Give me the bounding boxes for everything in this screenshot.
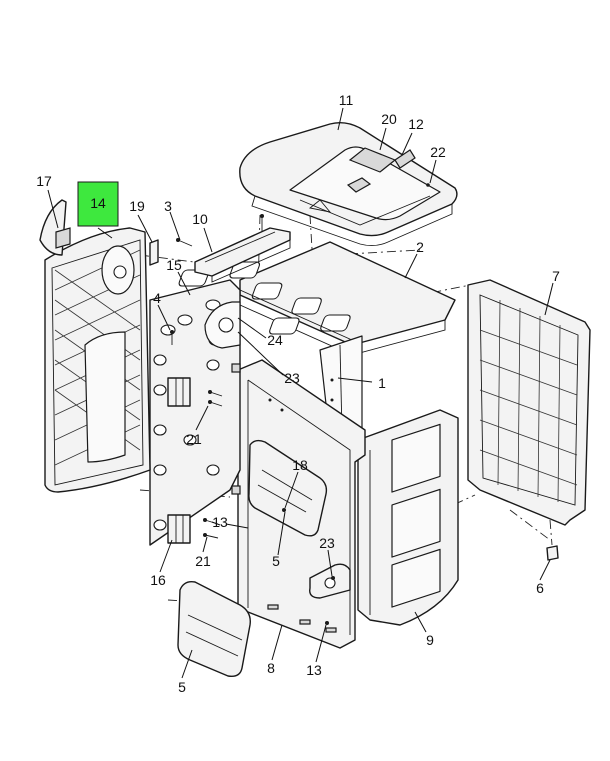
callout-6[interactable]: 6 bbox=[536, 580, 544, 596]
part-19-clip bbox=[149, 239, 159, 266]
part-5-handle-lower bbox=[177, 580, 251, 678]
callout-2[interactable]: 2 bbox=[416, 239, 424, 255]
part-7-rear-panel bbox=[467, 279, 591, 526]
part-6-foot bbox=[546, 545, 559, 561]
part-15-inner-panel bbox=[149, 279, 241, 546]
part-23-bracket-lower bbox=[309, 563, 351, 599]
part-16-hinge-upper bbox=[167, 377, 191, 407]
callout-20[interactable]: 20 bbox=[381, 111, 397, 127]
callout-5-upper[interactable]: 5 bbox=[272, 553, 280, 569]
part-10-bracket bbox=[194, 227, 291, 283]
part-9-side-panel bbox=[357, 409, 459, 626]
leader-lines bbox=[47, 107, 554, 679]
callout-23-lower[interactable]: 23 bbox=[319, 535, 335, 551]
callout-4[interactable]: 4 bbox=[153, 290, 161, 306]
callout-3[interactable]: 3 bbox=[164, 198, 172, 214]
callout-15[interactable]: 15 bbox=[166, 257, 182, 273]
part-5-handle-upper bbox=[248, 439, 328, 537]
part-14-curved-door bbox=[44, 227, 151, 493]
callout-21-upper[interactable]: 21 bbox=[186, 431, 202, 447]
callout-10[interactable]: 10 bbox=[192, 211, 208, 227]
callout-7[interactable]: 7 bbox=[552, 268, 560, 284]
part-11-roof-cap bbox=[239, 121, 458, 247]
part-17-latch bbox=[39, 199, 71, 256]
highlight-box bbox=[77, 181, 119, 227]
callout-22[interactable]: 22 bbox=[430, 144, 446, 160]
callout-17[interactable]: 17 bbox=[36, 173, 52, 189]
callout-11[interactable]: 11 bbox=[339, 92, 354, 108]
callout-5-lower[interactable]: 5 bbox=[178, 679, 186, 695]
callout-16[interactable]: 16 bbox=[150, 572, 166, 588]
callout-19[interactable]: 19 bbox=[129, 198, 145, 214]
callout-1[interactable]: 1 bbox=[378, 375, 386, 391]
callout-12[interactable]: 12 bbox=[408, 116, 424, 132]
callout-23-upper[interactable]: 23 bbox=[284, 370, 300, 386]
callout-8[interactable]: 8 bbox=[267, 660, 275, 676]
callout-13-upper[interactable]: 13 bbox=[212, 514, 228, 530]
callout-18[interactable]: 18 bbox=[292, 457, 308, 473]
callout-21-lower[interactable]: 21 bbox=[195, 553, 211, 569]
fasteners bbox=[170, 214, 335, 625]
callout-9[interactable]: 9 bbox=[426, 632, 434, 648]
callout-14[interactable]: 14 bbox=[90, 195, 106, 211]
callout-labels: 11 20 12 22 17 19 3 10 2 7 15 4 24 23 1 … bbox=[36, 92, 560, 695]
callout-24[interactable]: 24 bbox=[267, 332, 283, 348]
part-16-hinge-lower bbox=[167, 514, 191, 544]
callout-13-lower[interactable]: 13 bbox=[306, 662, 322, 678]
